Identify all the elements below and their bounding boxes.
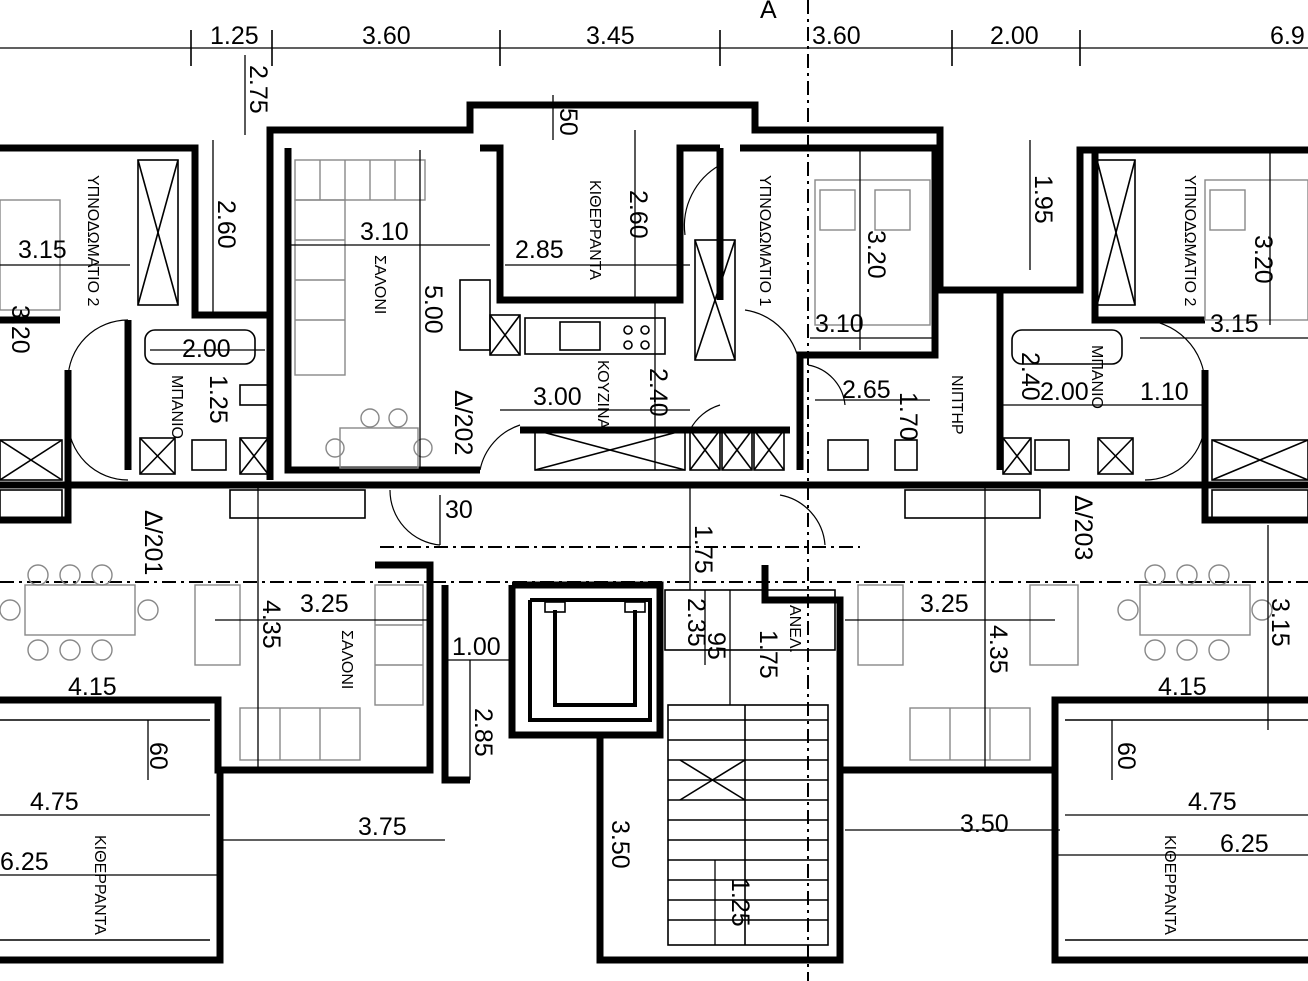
- dimension-texts: 2.75 50 2.60 2.60 1.95 3.15 3.10 2.85 3.…: [0, 65, 1294, 927]
- dim-200a: 2.00: [182, 335, 231, 363]
- axis-label: A: [760, 0, 777, 24]
- dim-625b: 6.25: [1220, 830, 1269, 858]
- dim-435a: 4.35: [257, 600, 285, 649]
- label-bedroom-1: ΥΠΝΟΔΩΜΑΤΙΟ 1: [756, 175, 773, 306]
- top-dim-2: 3.60: [362, 22, 411, 50]
- label-bedroom-2-left: ΥΠΝΟΔΩΜΑΤΙΟ 2: [84, 175, 101, 306]
- dim-315c: 3.15: [1266, 598, 1294, 647]
- top-dim-6: 6.9: [1270, 22, 1305, 50]
- stairs: [667, 704, 829, 946]
- label-living-lower: ΣΑΛΟΝΙ: [338, 630, 355, 689]
- dim-285b: 2.85: [469, 708, 497, 757]
- label-wc-mid: ΝΙΠΤΗΡ: [948, 375, 965, 435]
- interior-lines: [0, 279, 1308, 941]
- dim-050: 50: [554, 108, 582, 136]
- dim-435b: 4.35: [984, 625, 1012, 674]
- room-labels: ΥΠΝΟΔΩΜΑΤΙΟ 2 ΥΠΝΟΔΩΜΑΤΙΟ 1 ΥΠΝΟΔΩΜΑΤΙΟ …: [84, 175, 1198, 935]
- dim-325a: 3.25: [300, 590, 349, 618]
- label-veranda-left: ΚΙΘΕΡΡΑΝΤΑ: [91, 835, 108, 935]
- dim-320c: 3.20: [6, 305, 34, 354]
- dim-265: 2.65: [842, 376, 891, 404]
- furniture: [0, 159, 1308, 761]
- top-dim-1: 1.25: [210, 22, 259, 50]
- dim-100: 1.00: [452, 633, 501, 661]
- dim-170: 1.70: [894, 392, 922, 441]
- label-lift: ΑΝΕΛ.: [786, 605, 803, 653]
- dim-195: 1.95: [1029, 175, 1057, 224]
- label-veranda-right: ΚΙΘΕΡΡΑΝΤΑ: [1161, 835, 1178, 935]
- label-living-upper: ΣΑΛΟΝΙ: [371, 255, 388, 314]
- dim-315a: 3.15: [18, 236, 67, 264]
- dim-275: 2.75: [244, 65, 272, 114]
- dim-415a: 4.15: [68, 673, 117, 701]
- dim-125: 1.25: [204, 375, 232, 424]
- label-bedroom-2-right: ΥΠΝΟΔΩΜΑΤΙΟ 2: [1181, 175, 1198, 306]
- label-wc-left: ΜΠΑΝΙΟ: [168, 375, 185, 439]
- dim-095: 95: [702, 632, 730, 660]
- dim-060b: 60: [1112, 742, 1140, 770]
- dim-175b: 1.75: [754, 630, 782, 679]
- wardrobes: [0, 159, 1308, 519]
- dim-030: 30: [445, 496, 473, 524]
- dim-060a: 60: [144, 742, 172, 770]
- dim-315b: 3.15: [1210, 310, 1259, 338]
- top-dim-5: 2.00: [990, 22, 1039, 50]
- dim-475b: 4.75: [1188, 788, 1237, 816]
- door-swings: [67, 164, 1206, 546]
- dim-285a: 2.85: [515, 236, 564, 264]
- dim-350b: 3.50: [960, 810, 1009, 838]
- unit-203: Δ/203: [1069, 495, 1097, 560]
- unit-202: Δ/202: [449, 390, 477, 455]
- dim-350a: 3.50: [606, 820, 634, 869]
- dim-415b: 4.15: [1158, 673, 1207, 701]
- dim-320b: 3.20: [1249, 235, 1277, 284]
- top-dim-4: 3.60: [812, 22, 861, 50]
- dim-125b: 1.25: [726, 878, 754, 927]
- unit-labels: Δ/201 Δ/202 Δ/203: [139, 390, 1097, 575]
- dim-235: 2.35: [682, 598, 710, 647]
- label-veranda-top: ΚΙΘΕΡΡΑΝΤΑ: [586, 180, 603, 280]
- dim-310: 3.10: [360, 218, 409, 246]
- dim-475a: 4.75: [30, 788, 79, 816]
- label-kitchen: ΚΟΥΖΙΝΑ: [594, 360, 611, 430]
- dim-175a: 1.75: [689, 525, 717, 574]
- dim-310b: 3.10: [815, 310, 864, 338]
- dim-375: 3.75: [358, 813, 407, 841]
- label-wc-right: ΜΠΑΝΙΟ: [1088, 345, 1105, 409]
- interior-dimension-lines: [0, 55, 1308, 960]
- dim-500: 5.00: [419, 285, 447, 334]
- dim-110: 1.10: [1140, 378, 1189, 406]
- dim-260a: 2.60: [212, 200, 240, 249]
- dim-240a: 2.40: [644, 368, 672, 417]
- dim-625a: 6.25: [0, 848, 49, 876]
- top-dim-3: 3.45: [586, 22, 635, 50]
- dim-300: 3.00: [533, 383, 582, 411]
- dim-200b: 2.00: [1040, 378, 1089, 406]
- dim-325b: 3.25: [920, 590, 969, 618]
- top-dimension-chain: 1.25 3.60 3.45 3.60 2.00 6.9: [0, 22, 1308, 66]
- walls: [0, 101, 1308, 964]
- dim-260b: 2.60: [624, 190, 652, 239]
- dim-320a: 3.20: [862, 230, 890, 279]
- dim-240b: 2.40: [1016, 352, 1044, 401]
- unit-201: Δ/201: [139, 510, 167, 575]
